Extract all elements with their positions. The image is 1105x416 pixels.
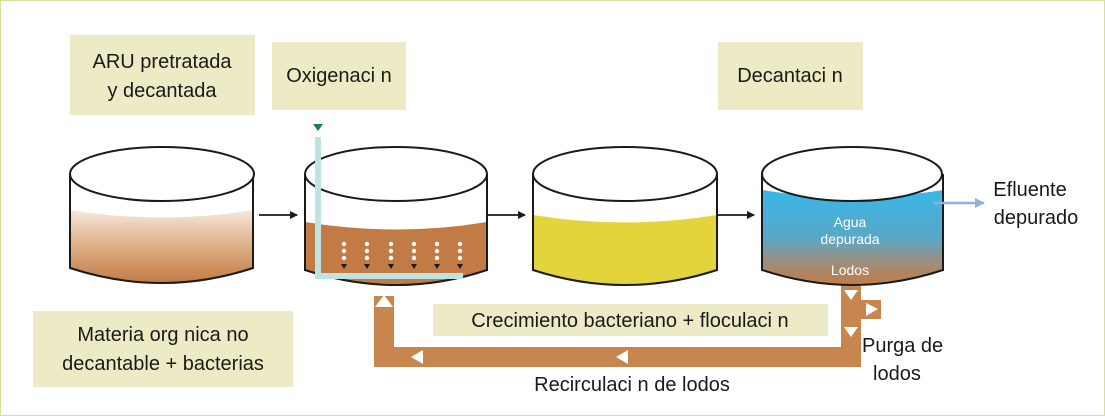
oxigenacion-label-box [272, 42, 406, 110]
tank-aru [69, 146, 255, 284]
purga-label-line1: Purga de [862, 335, 943, 357]
purge-arrow [866, 303, 878, 316]
tank-floculacion [532, 146, 718, 286]
pipe-arrow-down [844, 290, 858, 300]
pipe-arrow-up [375, 295, 393, 307]
purga-label-line2: lodos [873, 363, 921, 385]
agua-label-line1: Agua [834, 214, 867, 230]
crecimiento-label-box [433, 304, 828, 336]
lodos-label: Lodos [831, 262, 869, 278]
air-inlet-icon [313, 124, 323, 131]
tank-oxigenacion [304, 146, 488, 286]
aru-label-line1: ARU pretratada [93, 51, 233, 73]
aru-label-line2: y decantada [108, 80, 218, 102]
materia-label-line2: decantable + bacterias [62, 353, 264, 375]
decantacion-label-box [718, 42, 863, 110]
recirculacion-label: Recirculaci n de lodos [534, 374, 730, 396]
pipe-arrow-down-2 [844, 327, 858, 337]
oxigenacion-label: Oxigenaci n [286, 65, 392, 87]
pipe-arrow-left-2 [411, 350, 423, 364]
air-pipe [313, 124, 463, 279]
pipe-arrow-left-1 [616, 350, 628, 364]
decantacion-label: Decantaci n [737, 65, 843, 87]
efluente-label-line2: depurado [994, 207, 1079, 229]
materia-label-box [33, 311, 293, 387]
efluente-label-line1: Efluente [993, 179, 1066, 201]
bubble-stems [341, 264, 463, 269]
air-bubbles [341, 241, 463, 261]
aru-label-box [70, 35, 255, 115]
crecimiento-label: Crecimiento bacteriano + floculaci n [471, 310, 788, 332]
tank-decantacion [761, 146, 944, 286]
materia-label-line1: Materia org nica no [77, 324, 248, 346]
agua-label-line2: depurada [820, 231, 879, 247]
